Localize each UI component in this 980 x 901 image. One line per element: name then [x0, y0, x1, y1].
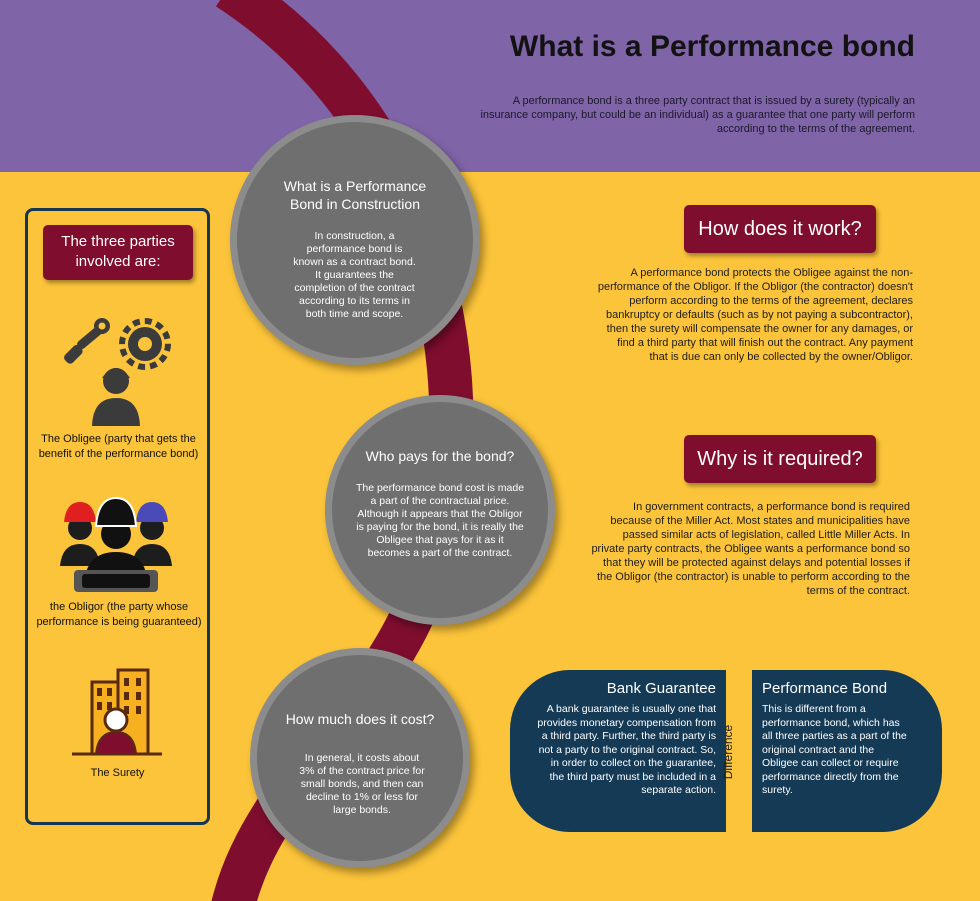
- obligee-icon: [64, 318, 171, 426]
- page-title: What is a Performance bond: [509, 30, 915, 63]
- cost-circle-body: In general, it costs about 3% of the con…: [299, 752, 425, 816]
- difference-label: Difference: [721, 724, 735, 780]
- who-pays-circle: Who pays for the bond? The performance b…: [325, 395, 555, 625]
- who-pays-circle-body: The performance bond cost is made a part…: [355, 482, 525, 559]
- building-icon: [72, 668, 162, 756]
- construction-circle: What is a Performance Bond in Constructi…: [230, 115, 480, 365]
- obligor-label: the Obligor (the party whose performance…: [36, 601, 202, 628]
- parties-heading: The three parties involved are:: [43, 225, 193, 280]
- how-heading: How does it work?: [684, 205, 876, 253]
- header-band: [0, 0, 980, 172]
- performance-bond-box: Performance Bond This is different from …: [752, 670, 942, 832]
- obligee-label: The Obligee (party that gets the benefit…: [38, 433, 199, 460]
- construction-circle-title: What is a Performance Bond in Constructi…: [283, 178, 427, 212]
- cost-circle-title: How much does it cost?: [285, 711, 435, 727]
- performance-bond-body: This is different from a performance bon…: [762, 703, 907, 796]
- bank-guarantee-heading: Bank Guarantee: [606, 680, 716, 697]
- why-heading: Why is it required?: [684, 435, 876, 483]
- cost-circle: How much does it cost? In general, it co…: [250, 648, 470, 868]
- intro-text: A performance bond is a three party cont…: [480, 95, 915, 135]
- parties-panel: [25, 208, 210, 825]
- construction-circle-body: In construction, a performance bond is k…: [293, 230, 416, 320]
- performance-bond-heading: Performance Bond: [762, 680, 888, 697]
- who-pays-circle-title: Who pays for the bond?: [365, 448, 515, 464]
- how-body: A performance bond protects the Obligee …: [597, 267, 913, 363]
- bank-guarantee-body: A bank guarantee is usually one that pro…: [537, 703, 716, 796]
- workers-icon: [60, 496, 172, 592]
- why-body: In government contracts, a performance b…: [591, 501, 910, 597]
- surety-label: The Surety: [90, 767, 145, 779]
- bank-guarantee-box: Bank Guarantee A bank guarantee is usual…: [510, 670, 726, 832]
